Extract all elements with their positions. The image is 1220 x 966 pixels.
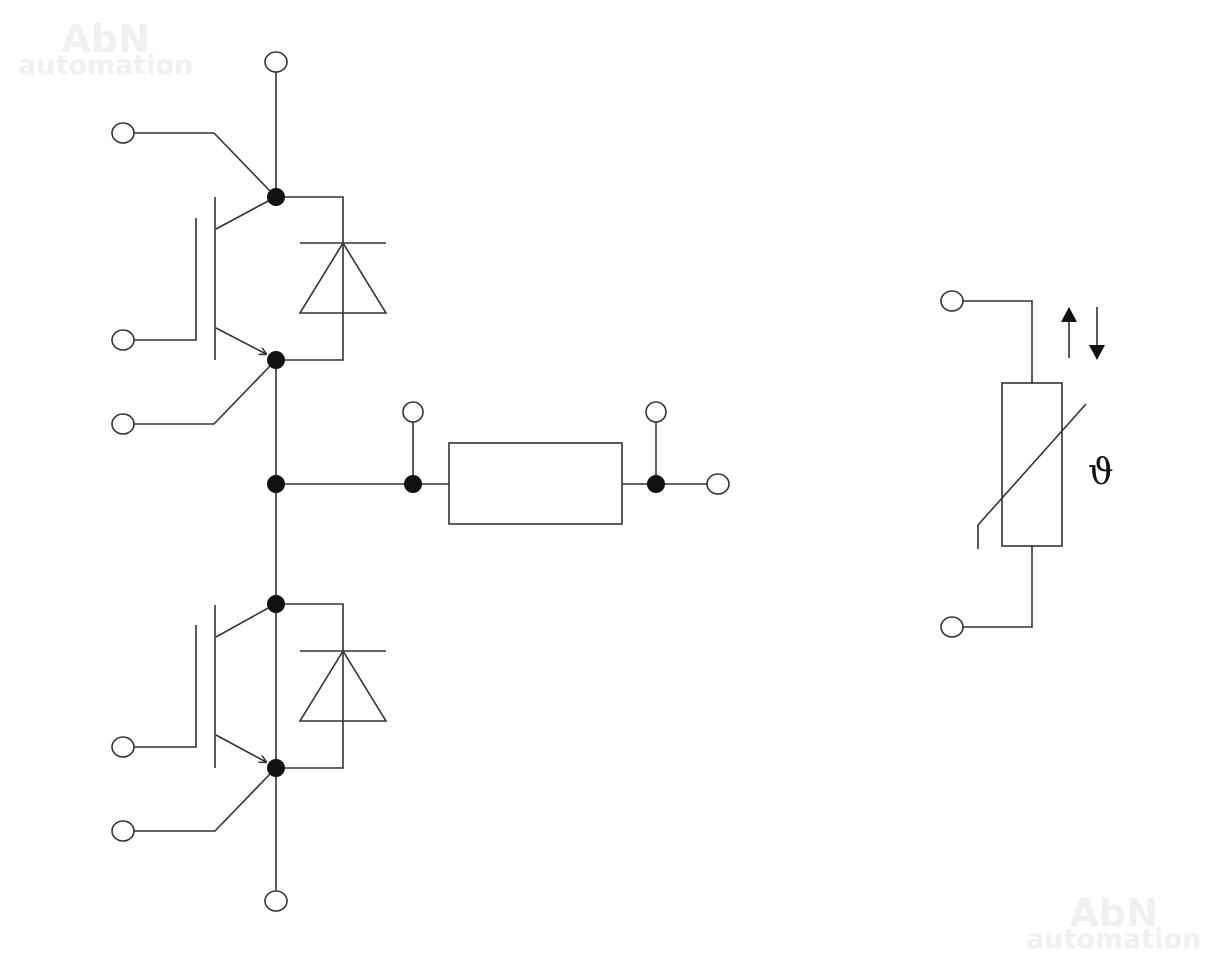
terminal-gate-bottom bbox=[111, 736, 135, 758]
junction-node bbox=[267, 759, 285, 777]
terminal-thermistor-2 bbox=[940, 616, 964, 638]
junction-node bbox=[404, 475, 422, 493]
arrow-down-icon bbox=[1089, 307, 1105, 360]
junction-node bbox=[267, 351, 285, 369]
igbt-gate bbox=[134, 218, 197, 341]
terminal-gate-top bbox=[111, 329, 135, 351]
terminal-shunt-sense-2 bbox=[645, 401, 667, 423]
terminal-emitter-top bbox=[111, 413, 135, 435]
ntc-thermistor bbox=[963, 300, 1105, 628]
igbt-top bbox=[134, 72, 388, 425]
watermark-bottom-right: AbN automation bbox=[1026, 894, 1201, 953]
igbt-bottom bbox=[134, 603, 388, 891]
junction-node bbox=[267, 595, 285, 613]
shunt-resistor bbox=[448, 442, 623, 525]
watermark-subtext: automation bbox=[1026, 924, 1202, 955]
junction-node bbox=[267, 475, 285, 493]
arrow-up-icon bbox=[1061, 307, 1077, 358]
igbt-gate bbox=[134, 625, 197, 748]
terminal-collector-sense bbox=[111, 122, 135, 144]
terminal-output bbox=[706, 473, 730, 495]
diode-top bbox=[298, 241, 388, 314]
junction-node bbox=[267, 188, 285, 206]
terminals bbox=[111, 51, 964, 912]
watermark-top-left: AbN automation bbox=[18, 20, 193, 79]
diode-bottom bbox=[298, 649, 388, 722]
terminal-emitter-bottom bbox=[111, 820, 135, 842]
watermark-logo-text: AbN bbox=[1069, 891, 1158, 935]
terminal-dc-minus bbox=[264, 890, 288, 912]
junction-node bbox=[647, 475, 665, 493]
temperature-symbol: ϑ bbox=[1088, 452, 1114, 493]
junction-nodes bbox=[267, 188, 665, 777]
watermark-subtext: automation bbox=[18, 50, 194, 81]
watermark-logo-text: AbN bbox=[61, 17, 150, 61]
terminal-shunt-sense-1 bbox=[402, 401, 424, 423]
terminal-thermistor-1 bbox=[940, 290, 964, 312]
terminal-dc-plus bbox=[264, 51, 288, 73]
